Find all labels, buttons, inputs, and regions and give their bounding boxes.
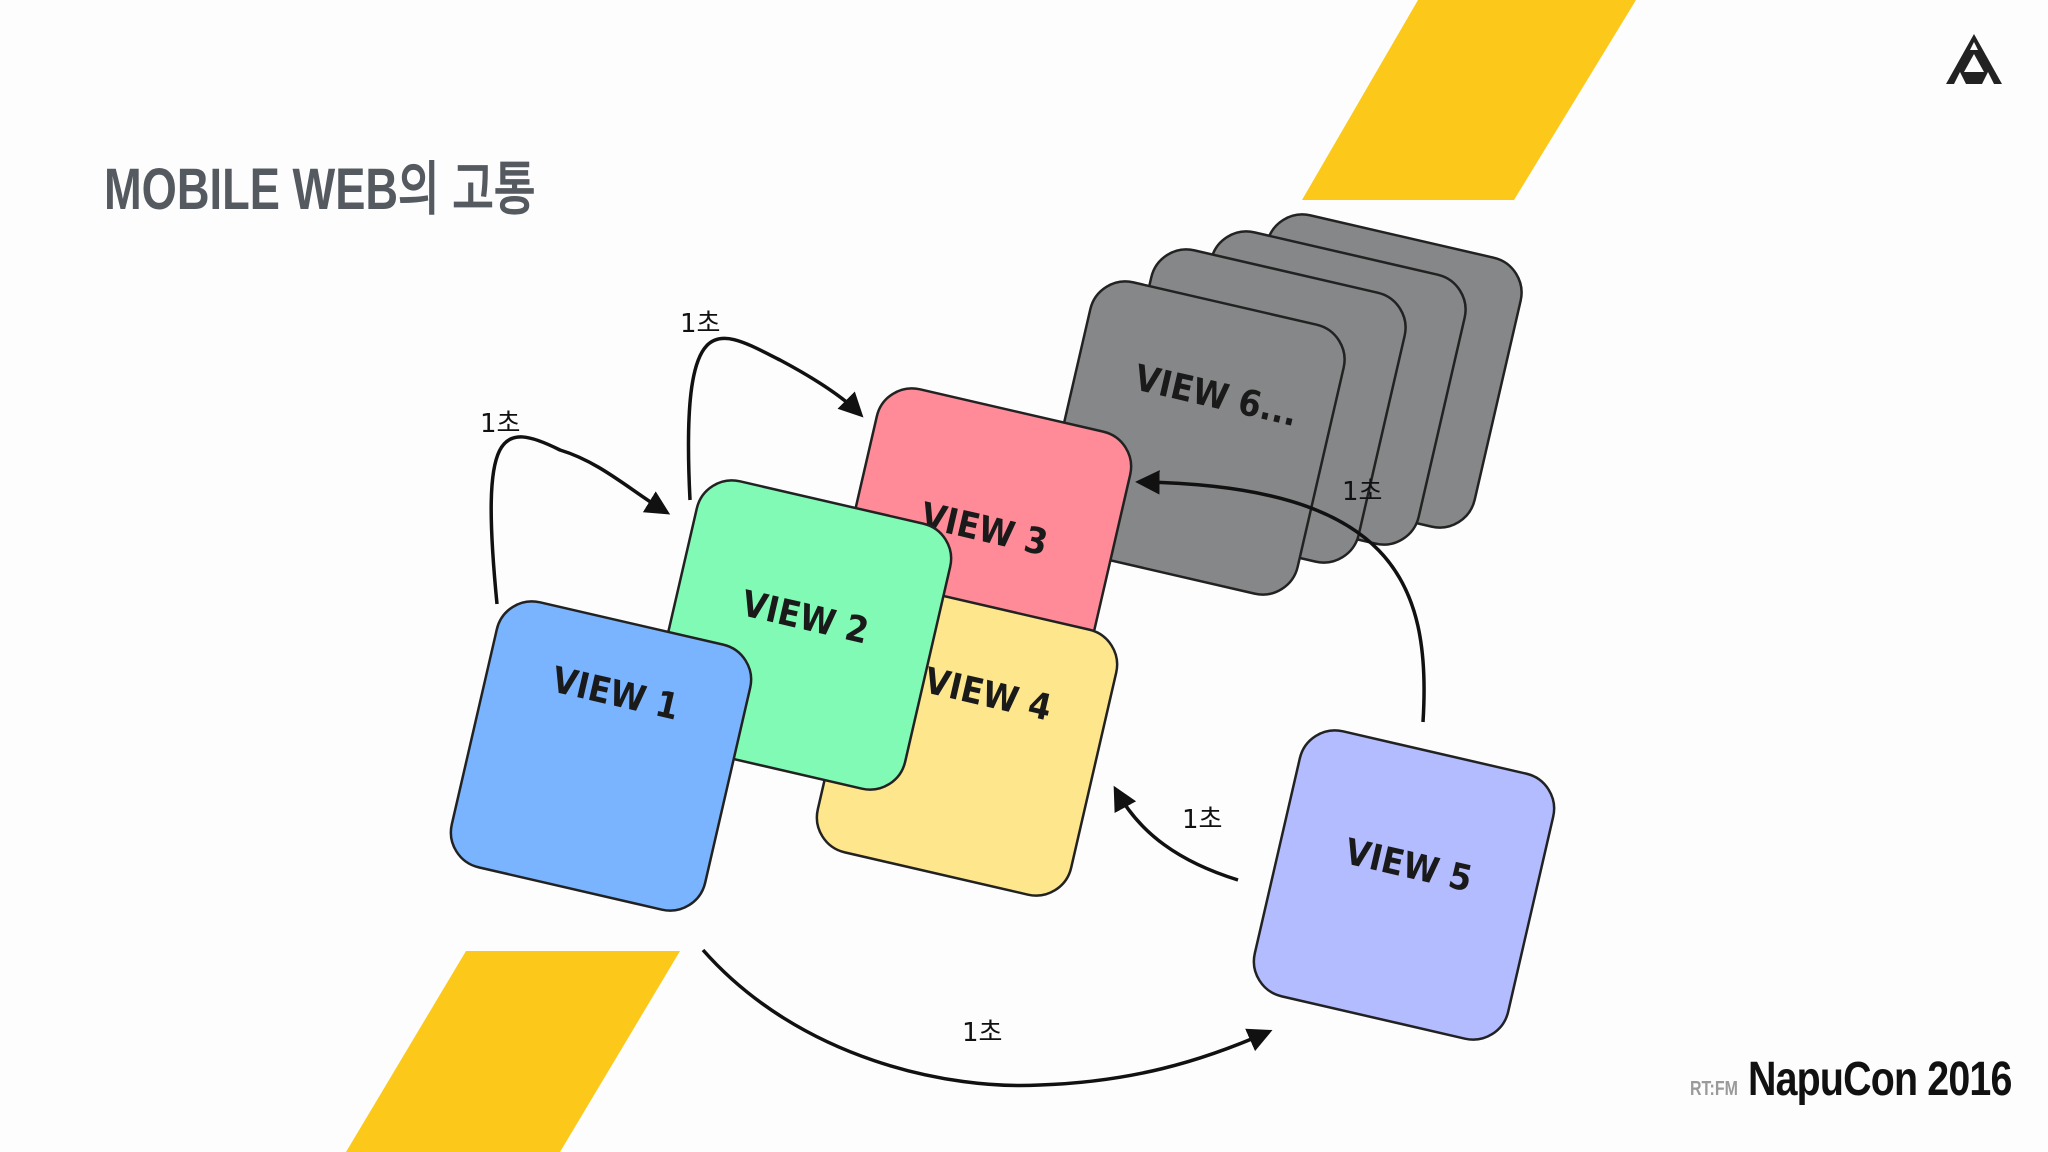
view1-node: VIEW 1 — [449, 600, 753, 912]
view1-card — [449, 600, 753, 912]
event-brand: RT:FM NapuCon 2016 — [1690, 1052, 2048, 1107]
top-yellow-stripe — [1302, 0, 1636, 200]
view5-card — [1252, 729, 1556, 1041]
edge-label-view2-view3: 1초 — [680, 309, 720, 339]
edge-label-view5-view4: 1초 — [1182, 805, 1222, 835]
edges — [489, 336, 1426, 1088]
bottom-yellow-stripe — [346, 951, 680, 1152]
brand-name: NapuCon 2016 — [1748, 1053, 2013, 1106]
edge-view1-view2 — [489, 435, 671, 605]
page-title: MOBILE WEB의 고통 — [104, 157, 536, 222]
edge-view1-view5 — [701, 948, 1273, 1088]
edge-view5-view4 — [1113, 785, 1239, 882]
brand-prefix: RT:FM — [1690, 1078, 1738, 1100]
view5-node: VIEW 5 — [1252, 729, 1556, 1041]
edge-label-view5-view6: 1초 — [1342, 477, 1382, 507]
edge-view2-view3 — [686, 336, 864, 501]
edge-label-view1-view5: 1초 — [962, 1018, 1002, 1048]
edge-view5-view6 — [1135, 470, 1426, 723]
triangle-logo-icon — [1946, 34, 2002, 84]
edge-label-view1-view2: 1초 — [480, 409, 520, 439]
